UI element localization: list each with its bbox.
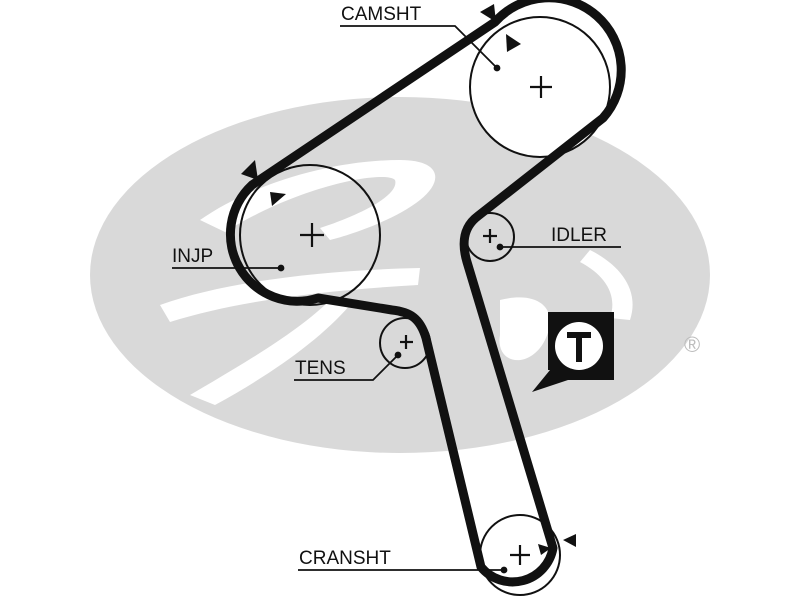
crank-outer-mark-icon: [563, 534, 576, 547]
camshaft-leader: [340, 25, 498, 69]
timing-marks: [241, 4, 576, 555]
logo-script-stroke-1: [160, 268, 420, 322]
tensioner-label: TENS: [295, 358, 346, 379]
registered-mark: ®: [684, 332, 700, 357]
gates-logo: ®: [90, 97, 710, 453]
camshaft-center-icon: [530, 76, 552, 98]
injection-pump-center-icon: [300, 223, 324, 247]
injp-leader-dot: [277, 264, 285, 272]
camshaft-inner-mark-icon: [506, 34, 521, 52]
crankshaft-label: CRANSHT: [299, 548, 391, 569]
idler-center-icon: [483, 229, 497, 243]
idler-label: IDLER: [551, 225, 607, 246]
injp-inner-mark-icon: [270, 192, 286, 206]
camshaft-leader-dot: [493, 64, 501, 72]
logo-script-stroke-2: [190, 300, 350, 405]
tens-leader-dot: [394, 351, 402, 359]
injection-pump-label: INJP: [172, 246, 213, 267]
crank-leader-dot: [500, 566, 508, 574]
crank-inner-mark-icon: [538, 544, 551, 555]
camshaft-outer-mark-icon: [480, 4, 496, 22]
tensioner-center-icon: [400, 335, 413, 349]
idler-leader-dot: [496, 243, 504, 251]
leader-lines: [172, 25, 621, 574]
logo-script-stroke-4: [499, 297, 550, 361]
timing-belt: [225, 0, 626, 587]
logo-script-g: [200, 160, 436, 240]
injection-pump-pulley: [239, 164, 381, 306]
crankshaft-center-icon: [510, 545, 530, 565]
camshaft-label: CAMSHT: [341, 4, 422, 25]
tension-badge-t-icon: [567, 332, 591, 362]
tens-leader: [294, 354, 399, 381]
pulley-centers: [300, 76, 552, 565]
tension-badge: [532, 312, 614, 392]
logo-script-stroke-3: [580, 250, 633, 320]
labels: CAMSHT INJP IDLER TENS CRANSHT: [172, 4, 607, 569]
injp-outer-mark-icon: [241, 160, 258, 180]
